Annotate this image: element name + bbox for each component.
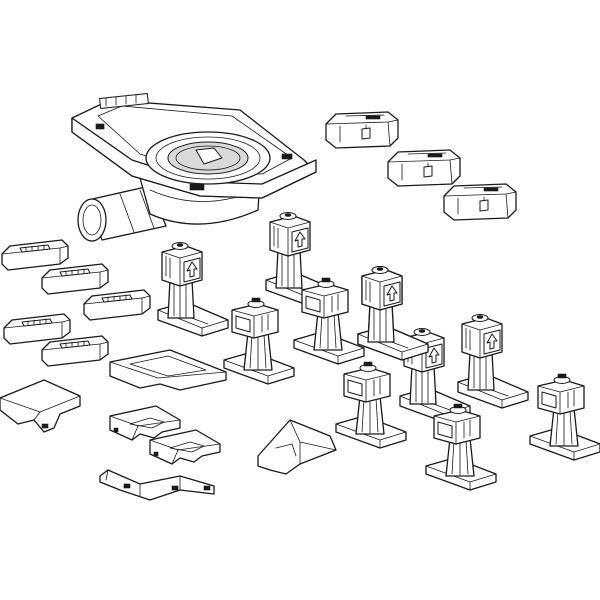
adjustable-foot-with-arrow bbox=[157, 211, 529, 423]
shower-drain-body bbox=[71, 93, 317, 242]
small-spacer-clip bbox=[1, 239, 151, 367]
height-spacer-block bbox=[325, 111, 517, 221]
flat-bracket bbox=[0, 349, 337, 501]
